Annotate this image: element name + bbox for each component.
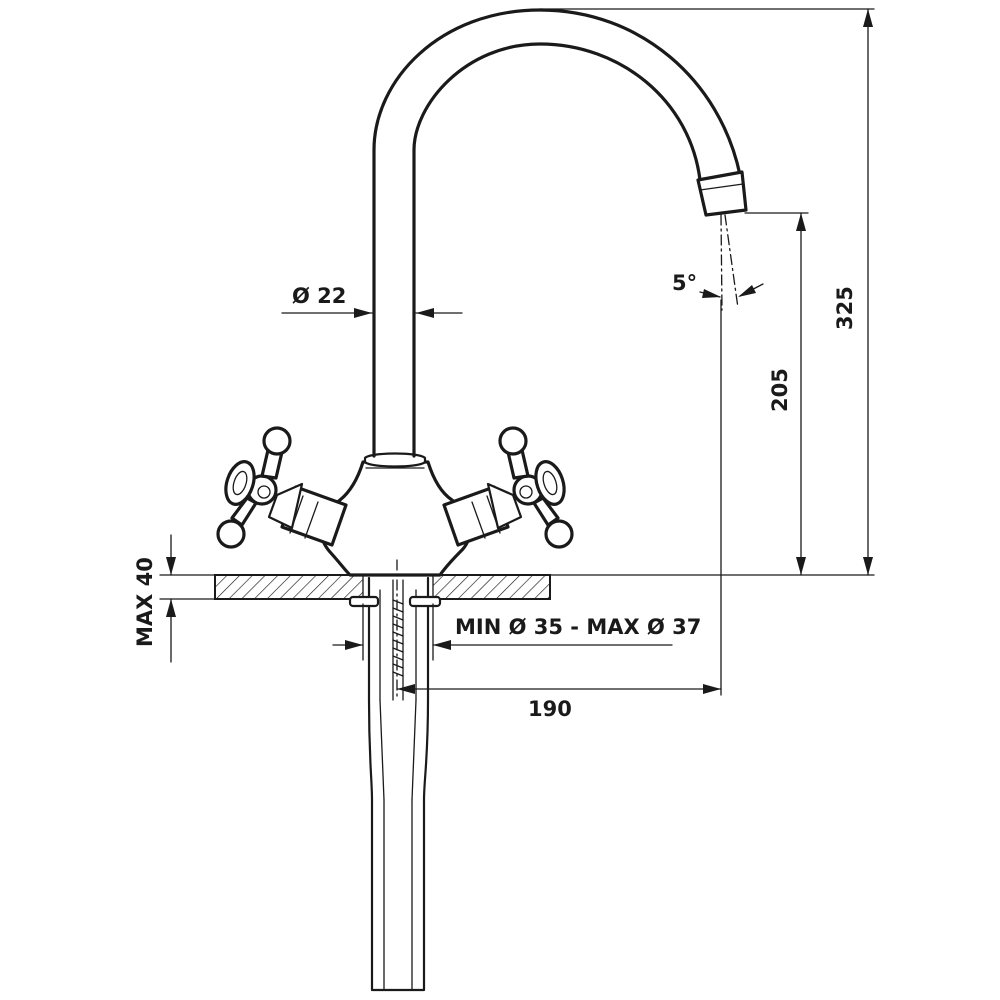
spout-height-label: 205 (768, 368, 792, 412)
hole-diameter-dimension (332, 603, 673, 661)
right-cross-handle (442, 426, 574, 549)
supply-tailpiece (348, 576, 442, 992)
max-thickness-dimension (166, 534, 176, 663)
spout (372, 8, 748, 458)
reach-label: 190 (528, 697, 572, 721)
pipe-diameter-dimension (281, 308, 463, 318)
spout-height-dimension (744, 212, 809, 576)
total-height-dimension (539, 8, 875, 576)
left-cross-handle (216, 426, 348, 549)
reach-dimension (396, 299, 722, 696)
hole-diameter-label: MIN Ø 35 - MAX Ø 37 (455, 615, 701, 639)
spout-angle-label: 5° (672, 271, 697, 295)
pipe-diameter-label: Ø 22 (292, 284, 346, 308)
total-height-label: 325 (833, 286, 857, 330)
spout-angle-dimension (699, 214, 764, 311)
max-thickness-label: MAX 40 (133, 557, 157, 647)
